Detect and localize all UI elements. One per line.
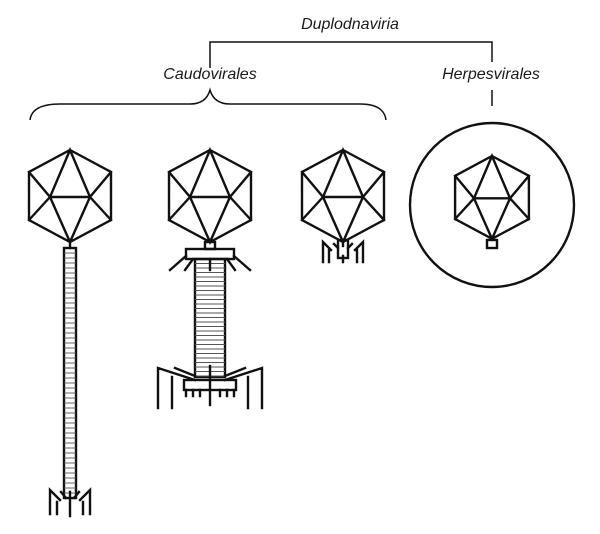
caudovirales-brace bbox=[29, 87, 387, 121]
capsid-herpesvirus bbox=[453, 152, 531, 242]
long-tail bbox=[48, 240, 92, 518]
realm-connector bbox=[209, 41, 493, 106]
label-duplodnaviria: Duplodnaviria bbox=[301, 16, 399, 33]
capsid-contractile-phage bbox=[167, 146, 253, 245]
herpes-envelope bbox=[408, 121, 576, 289]
short-tail bbox=[321, 238, 365, 264]
contractile-tail bbox=[156, 238, 264, 410]
capsid-long-tail-phage bbox=[27, 146, 113, 245]
label-caudovirales: Caudovirales bbox=[163, 66, 257, 83]
capsid-short-tail-phage bbox=[300, 146, 386, 245]
label-herpesvirales: Herpesvirales bbox=[442, 66, 540, 83]
herpes-portal bbox=[485, 238, 499, 250]
